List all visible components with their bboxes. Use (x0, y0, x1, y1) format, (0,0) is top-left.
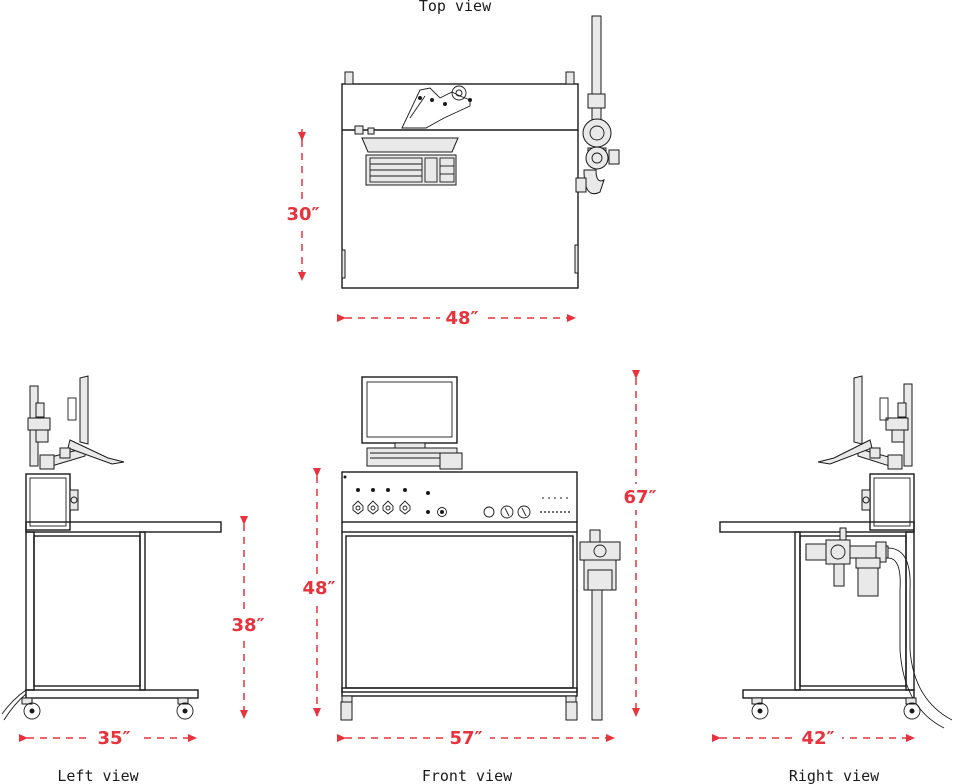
front-view-monitor (361, 376, 463, 470)
front-view-total-height-label: 67″ (623, 487, 656, 508)
right-view-cabinet (719, 473, 915, 699)
front-view: 67″ 48″ 57″ Front view (299, 370, 660, 784)
right-view-regulator (805, 527, 953, 729)
front-view-cabinet-height-label: 48″ (302, 578, 335, 599)
front-view-casters (340, 695, 578, 721)
right-view-monitor-arm (817, 375, 913, 470)
top-view-depth-label: 30″ (286, 204, 319, 225)
top-view-monitor-arm (354, 85, 472, 135)
right-view-caption: Right view (789, 767, 880, 784)
top-view-cabinet (341, 83, 579, 289)
top-view: Top view (283, 0, 620, 330)
front-view-cabinet-frame (341, 522, 578, 697)
top-view-keyboard (361, 137, 459, 186)
left-view-height-label: 38″ (231, 615, 264, 636)
left-view: 38″ 35″ Left view (1, 375, 268, 784)
right-view-casters (751, 697, 921, 720)
top-view-pipe-assembly (575, 15, 620, 195)
front-view-control-panel (341, 471, 578, 523)
right-view-depth-label: 42″ (801, 728, 834, 749)
right-view: 42″ Right view (712, 375, 953, 784)
left-view-caption: Left view (57, 767, 139, 784)
top-view-width-label: 48″ (445, 308, 478, 329)
front-view-width-label: 57″ (449, 728, 482, 749)
left-view-monitor-arm (27, 375, 125, 470)
front-view-caption: Front view (422, 767, 513, 784)
top-view-caption: Top view (419, 0, 492, 15)
front-view-regulator (579, 529, 621, 721)
left-view-casters (21, 697, 194, 720)
left-view-cabinet (1, 473, 222, 721)
left-view-depth-label: 35″ (97, 728, 130, 749)
